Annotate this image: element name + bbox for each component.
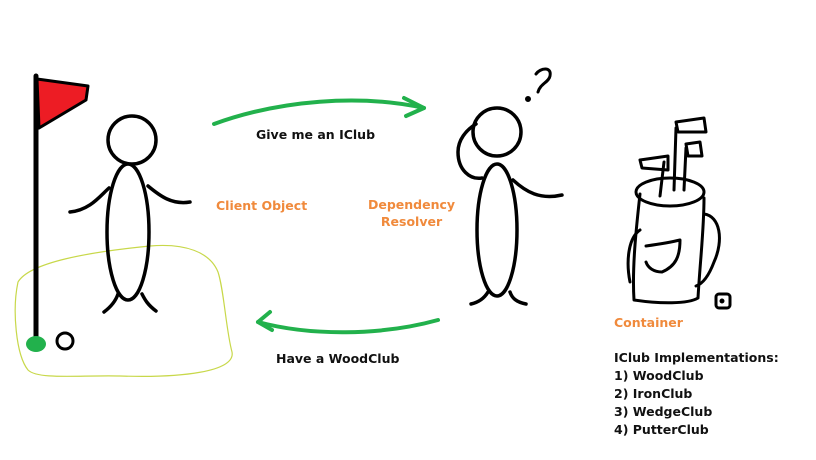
resolver-label-line2: Resolver — [380, 214, 443, 229]
implementation-item: 3) WedgeClub — [614, 404, 713, 419]
client-object-label: Client Object — [216, 198, 308, 213]
implementations-list: IClub Implementations: 1) WoodClub 2) Ir… — [614, 349, 779, 439]
client-stick-figure — [68, 114, 192, 314]
putting-green-outline — [14, 244, 233, 377]
golf-bag-icon — [626, 116, 732, 310]
golf-flag-icon — [26, 73, 90, 352]
response-message-label: Have a WoodClub — [276, 351, 400, 366]
resolver-stick-figure — [456, 106, 564, 306]
question-mark-icon — [525, 67, 552, 102]
container-label: Container — [614, 315, 683, 330]
request-arrow — [212, 96, 426, 126]
implementation-item: 4) PutterClub — [614, 422, 709, 437]
request-message-label: Give me an IClub — [256, 127, 376, 142]
implementations-title: IClub Implementations: — [614, 350, 779, 365]
implementation-item: 2) IronClub — [614, 386, 693, 401]
response-arrow — [256, 310, 440, 335]
dependency-resolver-label: Dependency Resolver — [368, 196, 455, 230]
implementation-item: 1) WoodClub — [614, 368, 704, 383]
golf-ball-icon — [55, 331, 75, 351]
resolver-label-line1: Dependency — [368, 197, 456, 212]
